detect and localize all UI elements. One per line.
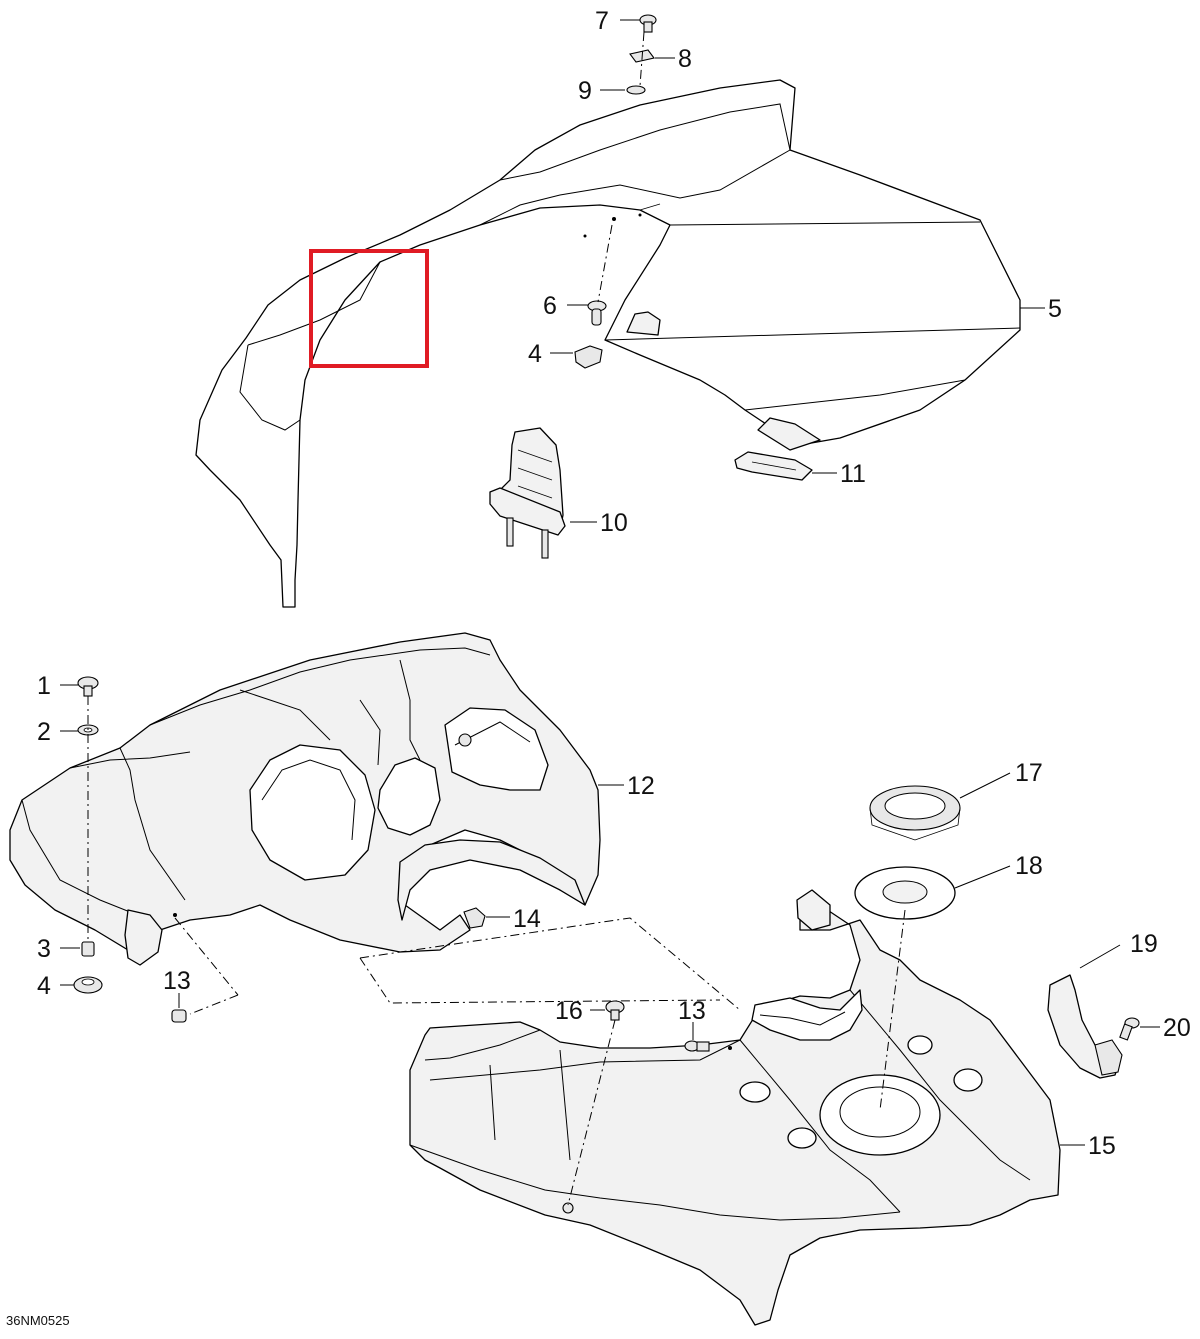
gasket-part-18 [854,866,956,920]
callout-10: 10 [600,509,628,537]
lower-console-part-15 [409,889,1061,1326]
windshield-fairing-part-5 [195,79,1021,608]
screw-part-20 [1119,1017,1140,1041]
callout-4-upper: 4 [528,340,542,368]
grommet-part-4-lower [73,976,103,994]
callout-12: 12 [627,772,655,800]
callout-16: 16 [555,997,583,1025]
highlight-box [309,249,429,368]
clip-part-14 [463,907,486,929]
trim-strip-part-11 [734,451,813,481]
switch-part-10 [489,427,566,559]
washer-part-9 [626,85,646,95]
callout-7: 7 [595,7,609,35]
callout-4-lower: 4 [37,972,51,1000]
leader-lines [60,19,1160,1146]
screw-part-7 [639,14,657,33]
callout-18: 18 [1015,852,1043,880]
callout-14: 14 [513,905,541,933]
grommet-part-4-upper [574,345,603,369]
rivet-part-13-left [171,1009,187,1023]
callout-1: 1 [37,672,51,700]
callout-20: 20 [1163,1014,1191,1042]
side-cover-part-19 [1047,974,1123,1079]
callout-13-left: 13 [163,967,191,995]
callout-8: 8 [678,45,692,73]
nut-part-3 [81,941,95,957]
callout-9: 9 [578,77,592,105]
callout-13-right: 13 [678,997,706,1025]
screw-part-16 [605,1000,625,1021]
callout-15: 15 [1088,1132,1116,1160]
instrument-housing-part-12 [9,632,601,966]
callout-17: 17 [1015,759,1043,787]
callout-11: 11 [840,460,866,488]
callout-19: 19 [1130,930,1158,958]
callout-2: 2 [37,718,51,746]
rivet-part-6 [587,300,607,326]
screw-part-1 [77,676,99,697]
callout-6: 6 [543,292,557,320]
ring-nut-part-17 [869,785,961,841]
callout-3: 3 [37,935,51,963]
callout-5: 5 [1048,295,1062,323]
drawing-code: 36NM0525 [6,1313,70,1328]
rivet-part-13-right [684,1040,710,1052]
